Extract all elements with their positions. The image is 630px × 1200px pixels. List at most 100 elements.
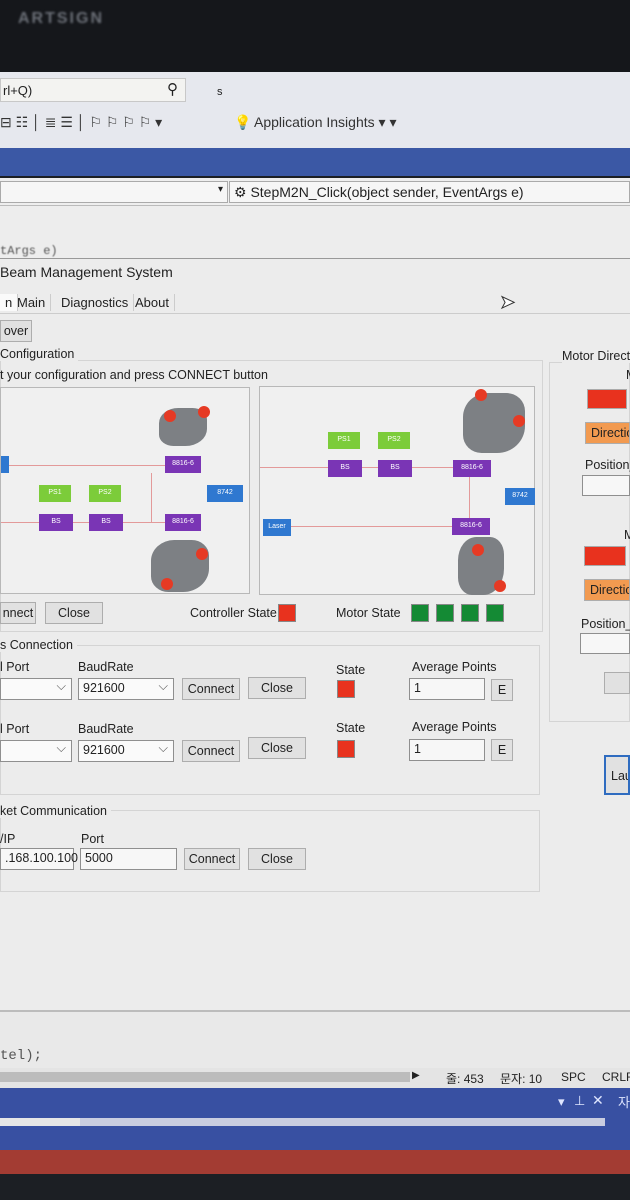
diagram-box-8816: 8816-6 — [165, 514, 201, 531]
serial-close-button[interactable]: Close — [248, 677, 306, 699]
connect-button[interactable]: nnect — [0, 602, 36, 624]
document-tab-bar — [0, 148, 630, 176]
serial-connection-legend: s Connection — [0, 638, 77, 652]
diagram-box-ps: PS2 — [89, 485, 121, 502]
motor-state-indicator — [436, 604, 454, 622]
code-editor-bottom: tel); — [0, 1010, 630, 1068]
application-insights-button[interactable]: Application Insights ▾ ▾ — [254, 114, 397, 130]
position1-input[interactable] — [582, 475, 630, 496]
diagram-box-laser: Laser — [263, 519, 291, 536]
panel-toolbar — [80, 1118, 605, 1126]
indent-mode: SPC — [561, 1070, 586, 1084]
baudrate-label: BaudRate — [78, 722, 134, 736]
tab-connection[interactable]: n — [0, 294, 19, 311]
socket-legend: ket Communication — [0, 804, 111, 818]
right-config-diagram[interactable]: PS1 PS2 BS BS 8816-6 8742 8816-6 Laser — [259, 386, 535, 595]
diagram-box-8742: 8742 — [505, 488, 535, 505]
port-input[interactable]: 5000 — [80, 848, 177, 870]
toolbar-icons[interactable]: ⊟ ☷ │ ≣ ☰ │ ⚐ ⚐ ⚐ ⚐ ▾ — [0, 114, 163, 130]
port-dropdown[interactable] — [0, 678, 72, 700]
line-ending: CRLF — [602, 1070, 630, 1084]
controller-state-indicator — [278, 604, 296, 622]
diagram-box-bs: BS — [39, 514, 73, 531]
code-editor-top: tArgs e) — [0, 206, 630, 258]
socket-close-button[interactable]: Close — [248, 848, 306, 870]
average-points-apply-button[interactable]: E — [491, 679, 513, 701]
diagram-box-bs: BS — [89, 514, 123, 531]
diagram-box-ps: PS1 — [39, 485, 71, 502]
mouse-cursor: ➤ — [499, 292, 516, 313]
tab-main[interactable]: Main — [12, 294, 52, 311]
launch-button[interactable]: Lau — [604, 755, 630, 795]
member-combo[interactable]: ⚙ StepM2N_Click(object sender, EventArgs… — [229, 181, 630, 203]
status-bar: ▶ 줄: 453 문자: 10 SPC CRLF — [0, 1068, 630, 1088]
position-label: Position_X — [581, 617, 630, 631]
taskbar-strip — [0, 1150, 630, 1174]
baudrate-label: BaudRate — [78, 660, 134, 674]
motor-state-indicator — [461, 604, 479, 622]
average-points-input[interactable]: 1 — [409, 678, 485, 700]
output-panel: ▾ ⊥ ✕ 자 — [0, 1088, 630, 1152]
average-points-input[interactable]: 1 — [409, 739, 485, 761]
baudrate-dropdown[interactable]: 921600 — [78, 678, 174, 700]
panel-menu-icon[interactable]: ▾ — [558, 1094, 565, 1109]
tab-diagnostics[interactable]: Diagnostics — [56, 294, 135, 311]
left-config-diagram[interactable]: 8816-6 PS1 PS2 BS BS 8816-6 8742 — [0, 387, 250, 594]
horizontal-scrollbar[interactable] — [0, 1072, 410, 1082]
motor-label: M — [626, 368, 630, 382]
ip-label: /IP — [0, 832, 16, 846]
baudrate-dropdown[interactable]: 921600 — [78, 740, 174, 762]
port-label: l Port — [0, 722, 30, 736]
diagram-box-ps: PS2 — [378, 432, 410, 449]
motor-direction-group — [549, 362, 630, 722]
diagram-box-8742: 8742 — [207, 485, 243, 502]
motor-state-indicator — [411, 604, 429, 622]
diagram-box-bs: BS — [328, 460, 362, 477]
diagram-box-8816: 8816-6 — [165, 456, 201, 473]
lightbulb-icon: 💡 — [234, 114, 252, 130]
serial-connect-button[interactable]: Connect — [182, 678, 240, 700]
tab-strip — [0, 292, 630, 314]
diagram-box-8816: 8816-6 — [452, 518, 490, 535]
socket-connect-button[interactable]: Connect — [184, 848, 240, 870]
close-button[interactable]: Close — [45, 602, 103, 624]
monitor-logo: ARTSIGN — [18, 10, 104, 27]
average-points-apply-button[interactable]: E — [491, 739, 513, 761]
tab-about[interactable]: About — [130, 294, 175, 311]
port-label: l Port — [0, 660, 30, 674]
scroll-right-icon[interactable]: ▶ — [412, 1070, 420, 1081]
port-dropdown[interactable] — [0, 740, 72, 762]
search-icon[interactable]: ⚲ — [167, 81, 178, 98]
motor2-direction-button[interactable]: Directior — [584, 579, 630, 601]
panel-field[interactable] — [0, 1118, 80, 1126]
close-icon[interactable]: ✕ — [592, 1092, 604, 1108]
motor-state-label: Motor State — [336, 606, 401, 620]
serial-connect-button[interactable]: Connect — [182, 740, 240, 762]
pin-icon[interactable]: ⊥ — [574, 1093, 586, 1108]
diagram-box-bs: BS — [378, 460, 412, 477]
average-points-label: Average Points — [412, 660, 497, 674]
over-button[interactable]: over — [0, 320, 32, 342]
quick-launch-search[interactable]: rl+Q)⚲ — [0, 78, 186, 102]
motor-state-indicator — [486, 604, 504, 622]
serial-state-indicator — [337, 680, 355, 698]
port-label: Port — [81, 832, 104, 846]
side-panel-tab[interactable]: 자 — [618, 1095, 630, 1110]
motor-direction-legend: Motor Directio — [562, 349, 630, 363]
serial-connection-group — [0, 645, 540, 795]
serial-state-indicator — [337, 740, 355, 758]
column-number: 문자: 10 — [500, 1072, 543, 1086]
state-label: State — [336, 663, 366, 677]
motor-label: M — [624, 528, 630, 542]
position2-input[interactable] — [580, 633, 630, 654]
motor-action-button[interactable] — [604, 672, 630, 694]
state-label: State — [336, 721, 366, 735]
line-number: 줄: 453 — [446, 1072, 484, 1086]
serial-close-button[interactable]: Close — [248, 737, 306, 759]
motor1-direction-button[interactable]: Directio — [585, 422, 630, 444]
position-label: Position_ — [585, 458, 630, 472]
toolbar-text: s — [217, 86, 223, 98]
type-combo[interactable]: ▾ — [0, 181, 228, 203]
diagram-box-8816: 8816-6 — [453, 460, 491, 477]
ip-input[interactable]: .168.100.100 — [0, 848, 78, 870]
